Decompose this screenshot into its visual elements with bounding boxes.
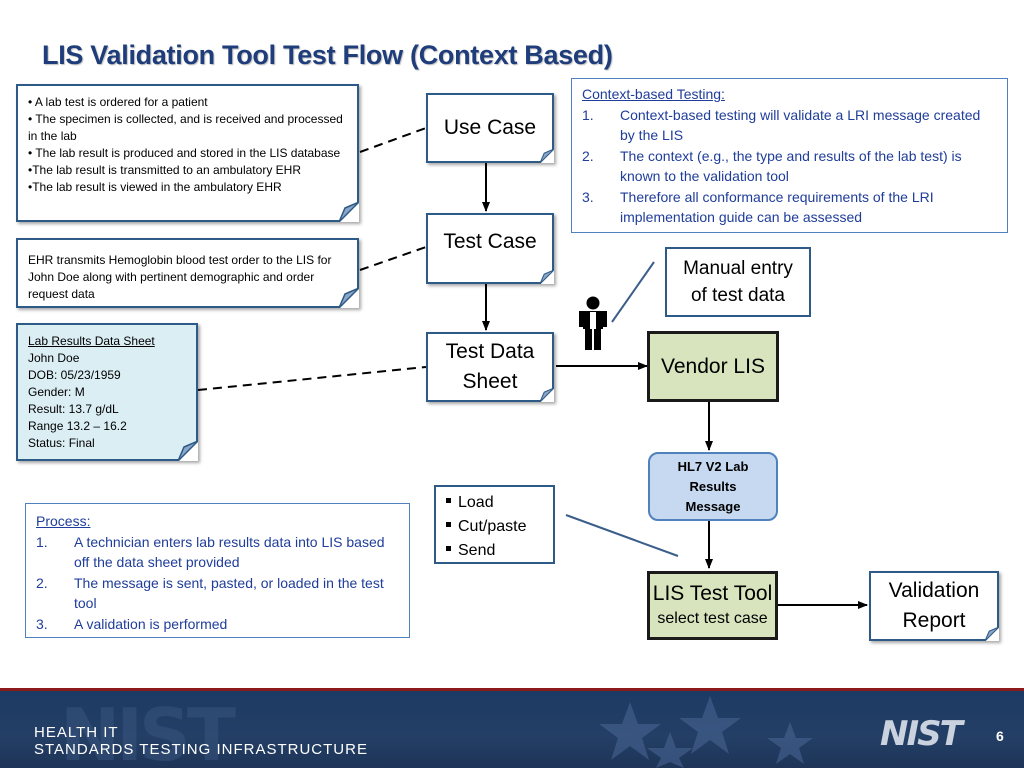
vendor-lis-box: Vendor LIS <box>647 331 779 402</box>
lis-test-tool-label: LIS Test Tool <box>652 581 773 605</box>
page-number: 6 <box>996 728 1004 744</box>
dashed-link-use-case <box>359 127 427 153</box>
validation-report-line2: Report <box>902 609 966 632</box>
manual-entry-line1: Manual entry <box>683 258 793 279</box>
data-sheet-heading: Lab Results Data Sheet <box>28 334 155 348</box>
load-option-item: Send <box>446 539 553 563</box>
load-option-item: Load <box>446 491 553 515</box>
page-fold-icon <box>339 202 359 222</box>
use-case-bullet: • A lab test is ordered for a patient <box>28 95 208 109</box>
use-case-note: • A lab test is ordered for a patient • … <box>16 84 359 222</box>
test-case-box: Test Case <box>426 213 554 284</box>
nist-logo: NIST <box>880 714 963 754</box>
callout-manual-entry <box>611 261 655 323</box>
data-sheet-note: Lab Results Data Sheet John Doe DOB: 05/… <box>16 323 198 461</box>
use-case-bullet: •The lab result is transmitted to an amb… <box>28 163 301 177</box>
data-sheet-line: John Doe <box>28 351 80 365</box>
load-option-item: Cut/paste <box>446 515 553 539</box>
page-fold-icon <box>985 627 999 641</box>
test-data-sheet-box: Test Data Sheet <box>426 332 554 402</box>
slide-title: LIS Validation Tool Test Flow (Context B… <box>42 40 613 70</box>
list-item: 2.The context (e.g., the type and result… <box>582 147 962 185</box>
manual-entry-line2: of test data <box>690 285 785 306</box>
use-case-bullet: • The lab result is produced and stored … <box>28 146 341 160</box>
test-case-note: EHR transmits Hemoglobin blood test orde… <box>16 238 359 308</box>
dashed-link-test-case <box>359 246 427 271</box>
validation-report-box: Validation Report <box>869 571 999 641</box>
square-bullet-icon <box>446 498 451 504</box>
callout-load-options <box>565 514 679 557</box>
square-bullet-icon <box>446 522 451 528</box>
vendor-lis-label: Vendor LIS <box>661 354 765 378</box>
test-data-sheet-label-line2: Sheet <box>462 370 518 393</box>
dashed-link-data-sheet <box>197 366 427 391</box>
test-case-label: Test Case <box>443 229 537 253</box>
list-item: 3.A validation is performed <box>36 615 228 632</box>
page-fold-icon <box>339 288 359 308</box>
person-icon <box>579 296 607 350</box>
page-fold-icon <box>540 388 554 402</box>
data-sheet-line: Gender: M <box>28 385 85 399</box>
use-case-bullets: • A lab test is ordered for a patient • … <box>28 94 347 196</box>
hl7-label-line2: Results <box>689 478 737 494</box>
footer-line2: STANDARDS TESTING INFRASTRUCTURE <box>34 741 368 758</box>
svg-text:NIST: NIST <box>60 694 236 768</box>
manual-entry-box: Manual entry of test data <box>665 247 811 317</box>
list-item: 3.Therefore all conformance requirements… <box>582 188 934 226</box>
list-item: 1.A technician enters lab results data i… <box>36 533 385 571</box>
context-testing-heading: Context-based Testing: <box>582 86 725 102</box>
page-fold-icon <box>540 270 554 284</box>
load-options-box: Load Cut/paste Send <box>434 485 555 564</box>
footer-banner <box>0 688 1024 768</box>
process-box: Process: 1.A technician enters lab resul… <box>25 503 410 638</box>
lis-test-tool-box: LIS Test Tool select test case <box>647 571 778 640</box>
lis-test-tool-sublabel: select test case <box>657 609 768 627</box>
context-testing-list: 1.Context-based testing will validate a … <box>582 105 997 228</box>
hl7-label-line1: HL7 V2 Lab <box>677 458 749 474</box>
star-watermark-icon <box>599 696 813 768</box>
use-case-label: Use Case <box>443 116 537 139</box>
process-heading: Process: <box>36 513 91 529</box>
use-case-bullet: • The specimen is collected, and is rece… <box>28 112 343 143</box>
data-sheet-line: Status: Final <box>28 436 95 450</box>
hl7-message-box: HL7 V2 Lab Results Message <box>648 452 778 521</box>
data-sheet-line: Result: 13.7 g/dL <box>28 402 119 416</box>
validation-report-line1: Validation <box>888 579 980 602</box>
data-sheet-line: DOB: 05/23/1959 <box>28 368 121 382</box>
context-testing-box: Context-based Testing: 1.Context-based t… <box>571 78 1008 233</box>
page-fold-icon <box>540 149 554 163</box>
test-case-description: EHR transmits Hemoglobin blood test orde… <box>28 253 332 301</box>
data-sheet-line: Range 13.2 – 16.2 <box>28 419 127 433</box>
footer-divider <box>0 688 1024 691</box>
use-case-bullet: •The lab result is viewed in the ambulat… <box>28 180 282 194</box>
footer-line1: HEALTH IT <box>34 724 119 741</box>
test-data-sheet-label-line1: Test Data <box>445 340 535 363</box>
page-fold-icon <box>178 441 198 461</box>
square-bullet-icon <box>446 546 451 552</box>
list-item: 2.The message is sent, pasted, or loaded… <box>36 574 384 612</box>
list-item: 1.Context-based testing will validate a … <box>582 106 981 144</box>
nist-watermark-icon: NIST <box>60 694 240 768</box>
hl7-label-line3: Message <box>685 498 741 514</box>
use-case-box: Use Case <box>426 93 554 163</box>
process-list: 1.A technician enters lab results data i… <box>36 532 399 635</box>
